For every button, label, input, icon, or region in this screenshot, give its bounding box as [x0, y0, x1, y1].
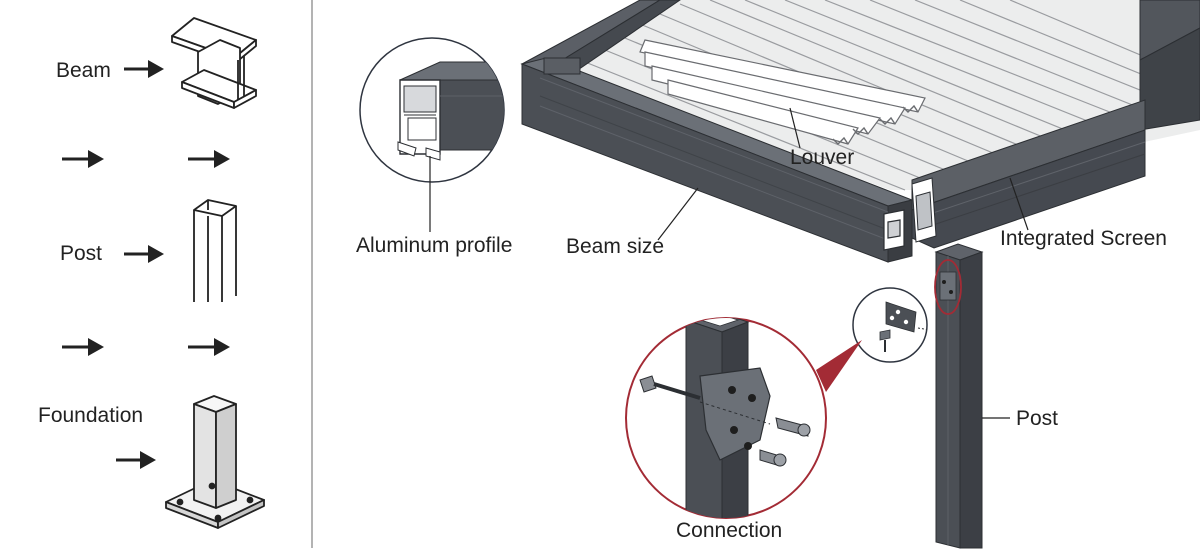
flow-arrow	[62, 150, 104, 168]
beam-legend-label: Beam	[56, 59, 111, 82]
flow-arrow	[62, 338, 104, 356]
back-beam-right	[1139, 0, 1200, 131]
flow-arrow	[188, 150, 230, 168]
leader-lines	[429, 107, 1029, 419]
foundation-icon	[165, 395, 265, 529]
post-legend-arrow	[124, 245, 164, 263]
post-label: Post	[1016, 407, 1058, 430]
foundation-legend-arrow	[116, 451, 156, 469]
flow-arrow	[188, 338, 230, 356]
post-legend-label: Post	[60, 242, 102, 265]
beam-end-profile	[883, 209, 905, 251]
foundation-legend-label: Foundation	[38, 404, 143, 427]
legend-panel: Beam Post	[38, 0, 313, 548]
leader-louver	[789, 107, 801, 149]
callout-pointer	[816, 340, 862, 392]
leader-integrated-screen	[1009, 177, 1029, 231]
connection-highlight	[934, 259, 962, 315]
aluminum-profile-detail-circle	[359, 37, 505, 183]
connection-label: Connection	[676, 519, 782, 542]
main-post	[934, 243, 984, 549]
post-icon	[193, 199, 237, 302]
connection-detail-circle	[625, 317, 827, 519]
integrated-screen-beam	[911, 99, 1146, 249]
beam-legend-arrow	[124, 60, 164, 78]
aluminum-profile-label: Aluminum profile	[356, 234, 512, 257]
bracket-detail-circle	[852, 287, 928, 363]
front-beam	[520, 57, 914, 263]
beam-size-label: Beam size	[566, 235, 664, 258]
integrated-screen-label: Integrated Screen	[1000, 227, 1167, 250]
i-beam-icon	[171, 17, 257, 109]
leader-beam-size	[657, 187, 699, 241]
louver-label: Louver	[790, 146, 854, 169]
